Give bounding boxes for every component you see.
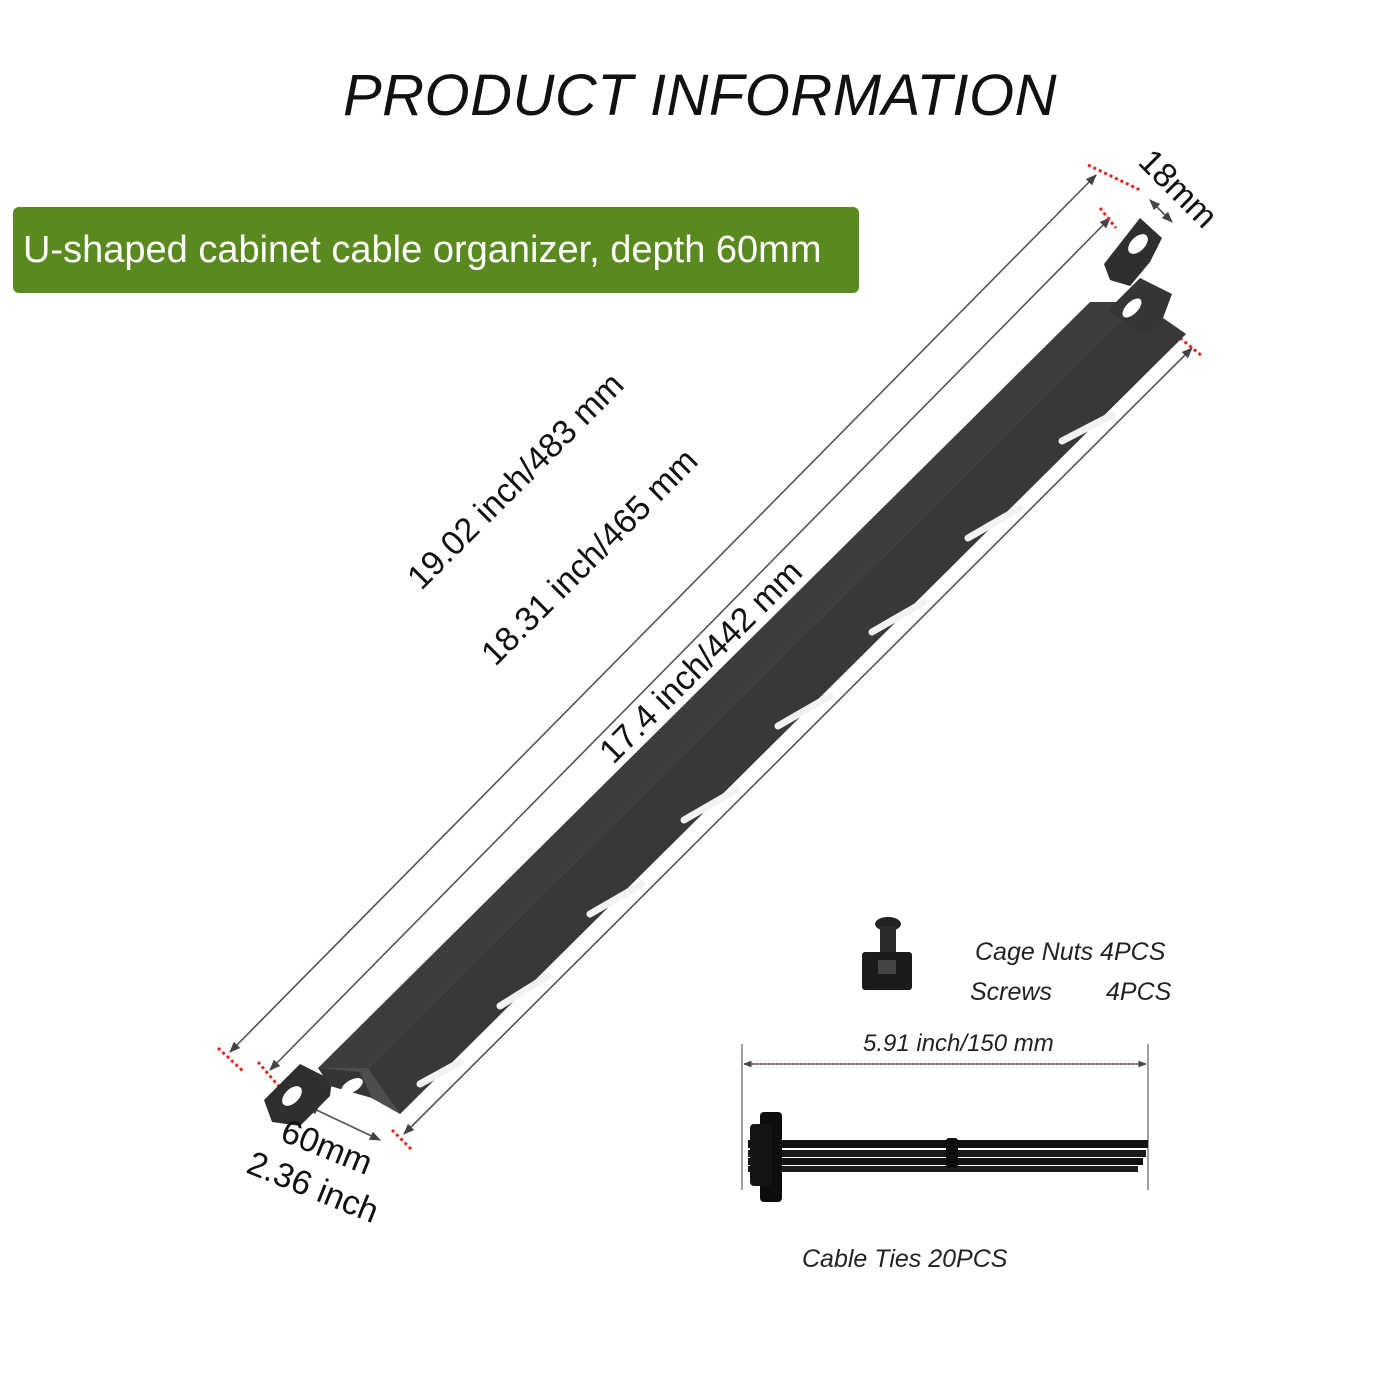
dim-line-flange	[1149, 199, 1173, 223]
cable-ties-image	[748, 1112, 1148, 1202]
red-dimension-markers	[216, 163, 1203, 1152]
bar-slots	[416, 411, 1116, 1088]
dim-line-inner	[403, 347, 1193, 1135]
page-title: PRODUCT INFORMATION	[342, 63, 1058, 128]
cage-nuts-label: Cage Nuts 4PCS	[975, 938, 1166, 966]
dim-line-overall	[229, 174, 1097, 1053]
screws-count: 4PCS	[1106, 978, 1172, 1006]
screws-label: Screws	[970, 978, 1052, 1006]
tie-length-label: 5.91 inch/150 mm	[863, 1030, 1054, 1057]
cable-organizer-bar	[264, 218, 1186, 1126]
cable-ties-label: Cable Ties 20PCS	[802, 1245, 1008, 1273]
dim-line-depth	[306, 1105, 382, 1141]
cage-nut-image	[862, 917, 912, 990]
